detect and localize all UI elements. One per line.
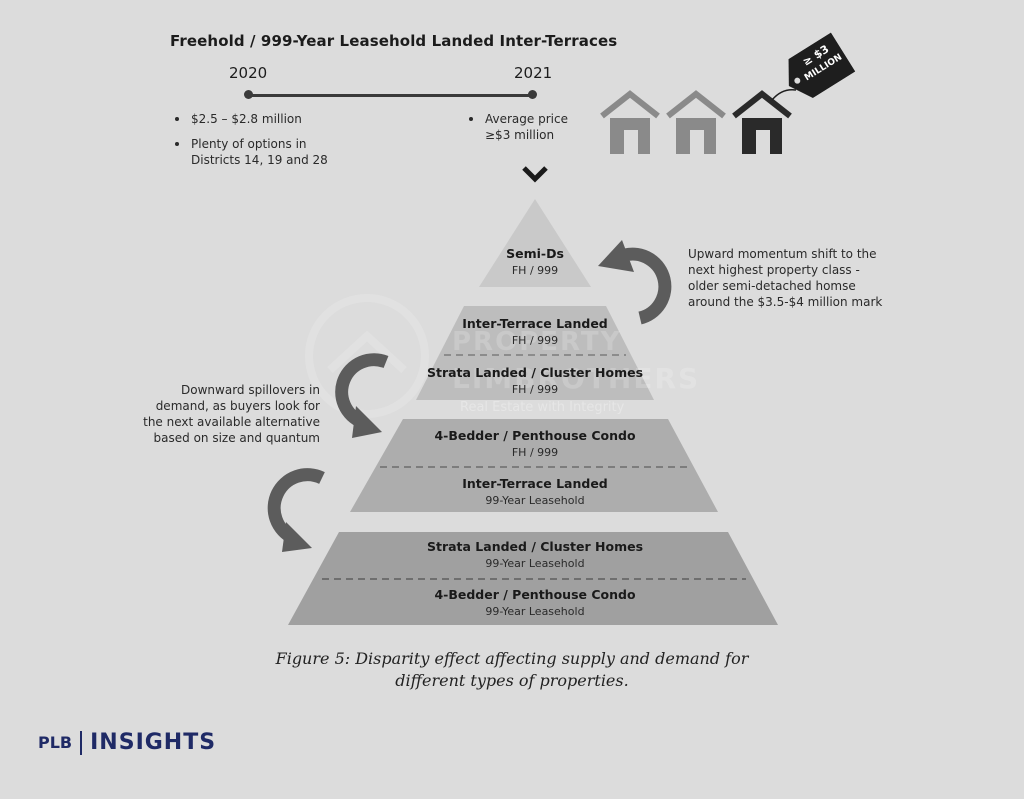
pyramid-tier-2 <box>416 306 654 400</box>
tier-1-sub: FH / 999 <box>511 264 559 277</box>
timeline-end-year: 2021 <box>514 64 553 82</box>
downward-note: Downward spillovers in demand, as buyers… <box>143 383 320 445</box>
timeline-left-bullet-2: Plenty of options in Districts 14, 19 an… <box>175 136 341 168</box>
timeline-line <box>248 94 534 97</box>
timeline-right-bullet-1: Average price ≥$3 million <box>469 111 585 143</box>
tier-3a-title: 4-Bedder / Penthouse Condo <box>434 428 636 443</box>
timeline-start-dot <box>244 90 253 99</box>
chevron-down-icon <box>522 166 548 183</box>
brand-insights: INSIGHTS <box>90 730 217 755</box>
pyramid-diagram <box>267 199 778 625</box>
brand-separator <box>80 730 83 755</box>
brand-logo: PLB INSIGHTS <box>38 730 216 755</box>
upward-note: Upward momentum shift to the next highes… <box>688 247 883 309</box>
curved-arrow-icon <box>335 353 389 438</box>
price-tag-string <box>771 88 797 101</box>
watermark-logo <box>305 294 429 418</box>
tier-2a-title: Inter-Terrace Landed <box>462 316 608 331</box>
timeline-start-year: 2020 <box>229 64 268 82</box>
tier-2a-sub: FH / 999 <box>511 334 559 347</box>
tier-2b-title: Strata Landed / Cluster Homes <box>426 365 644 380</box>
tier-3a-sub: FH / 999 <box>511 446 559 459</box>
tier-4b-sub: 99-Year Leasehold <box>485 605 585 618</box>
price-tag-icon: ≥ $3 MILLION <box>777 32 856 106</box>
tier-1-title: Semi-Ds <box>506 246 564 261</box>
tier-4b-title: 4-Bedder / Penthouse Condo <box>434 587 636 602</box>
diagram-heading: Freehold / 999-Year Leasehold Landed Int… <box>170 32 618 50</box>
tier-4a-sub: 99-Year Leasehold <box>485 557 585 570</box>
timeline-end-dot <box>528 90 537 99</box>
curved-arrow-icon <box>267 468 325 552</box>
watermark-line-1: PROPERTY <box>452 327 622 357</box>
brand-plb: PLB <box>38 733 73 752</box>
tier-4a-title: Strata Landed / Cluster Homes <box>426 539 644 554</box>
timeline-left-bullet-1: $2.5 – $2.8 million <box>175 111 351 127</box>
pyramid-tier-1 <box>479 199 591 287</box>
figure-caption: Figure 5: Disparity effect affecting sup… <box>275 649 749 690</box>
curved-arrow-icon <box>598 240 672 325</box>
house-icon-group <box>600 90 792 154</box>
pyramid-tier-3 <box>350 419 718 512</box>
watermark-tagline: Real Estate with Integrity <box>460 400 625 415</box>
tier-3b-title: Inter-Terrace Landed <box>462 476 608 491</box>
tier-2b-sub: FH / 999 <box>511 383 559 396</box>
watermark-line-2: LIMBROTHERS <box>452 362 701 395</box>
tier-3b-sub: 99-Year Leasehold <box>485 494 585 507</box>
